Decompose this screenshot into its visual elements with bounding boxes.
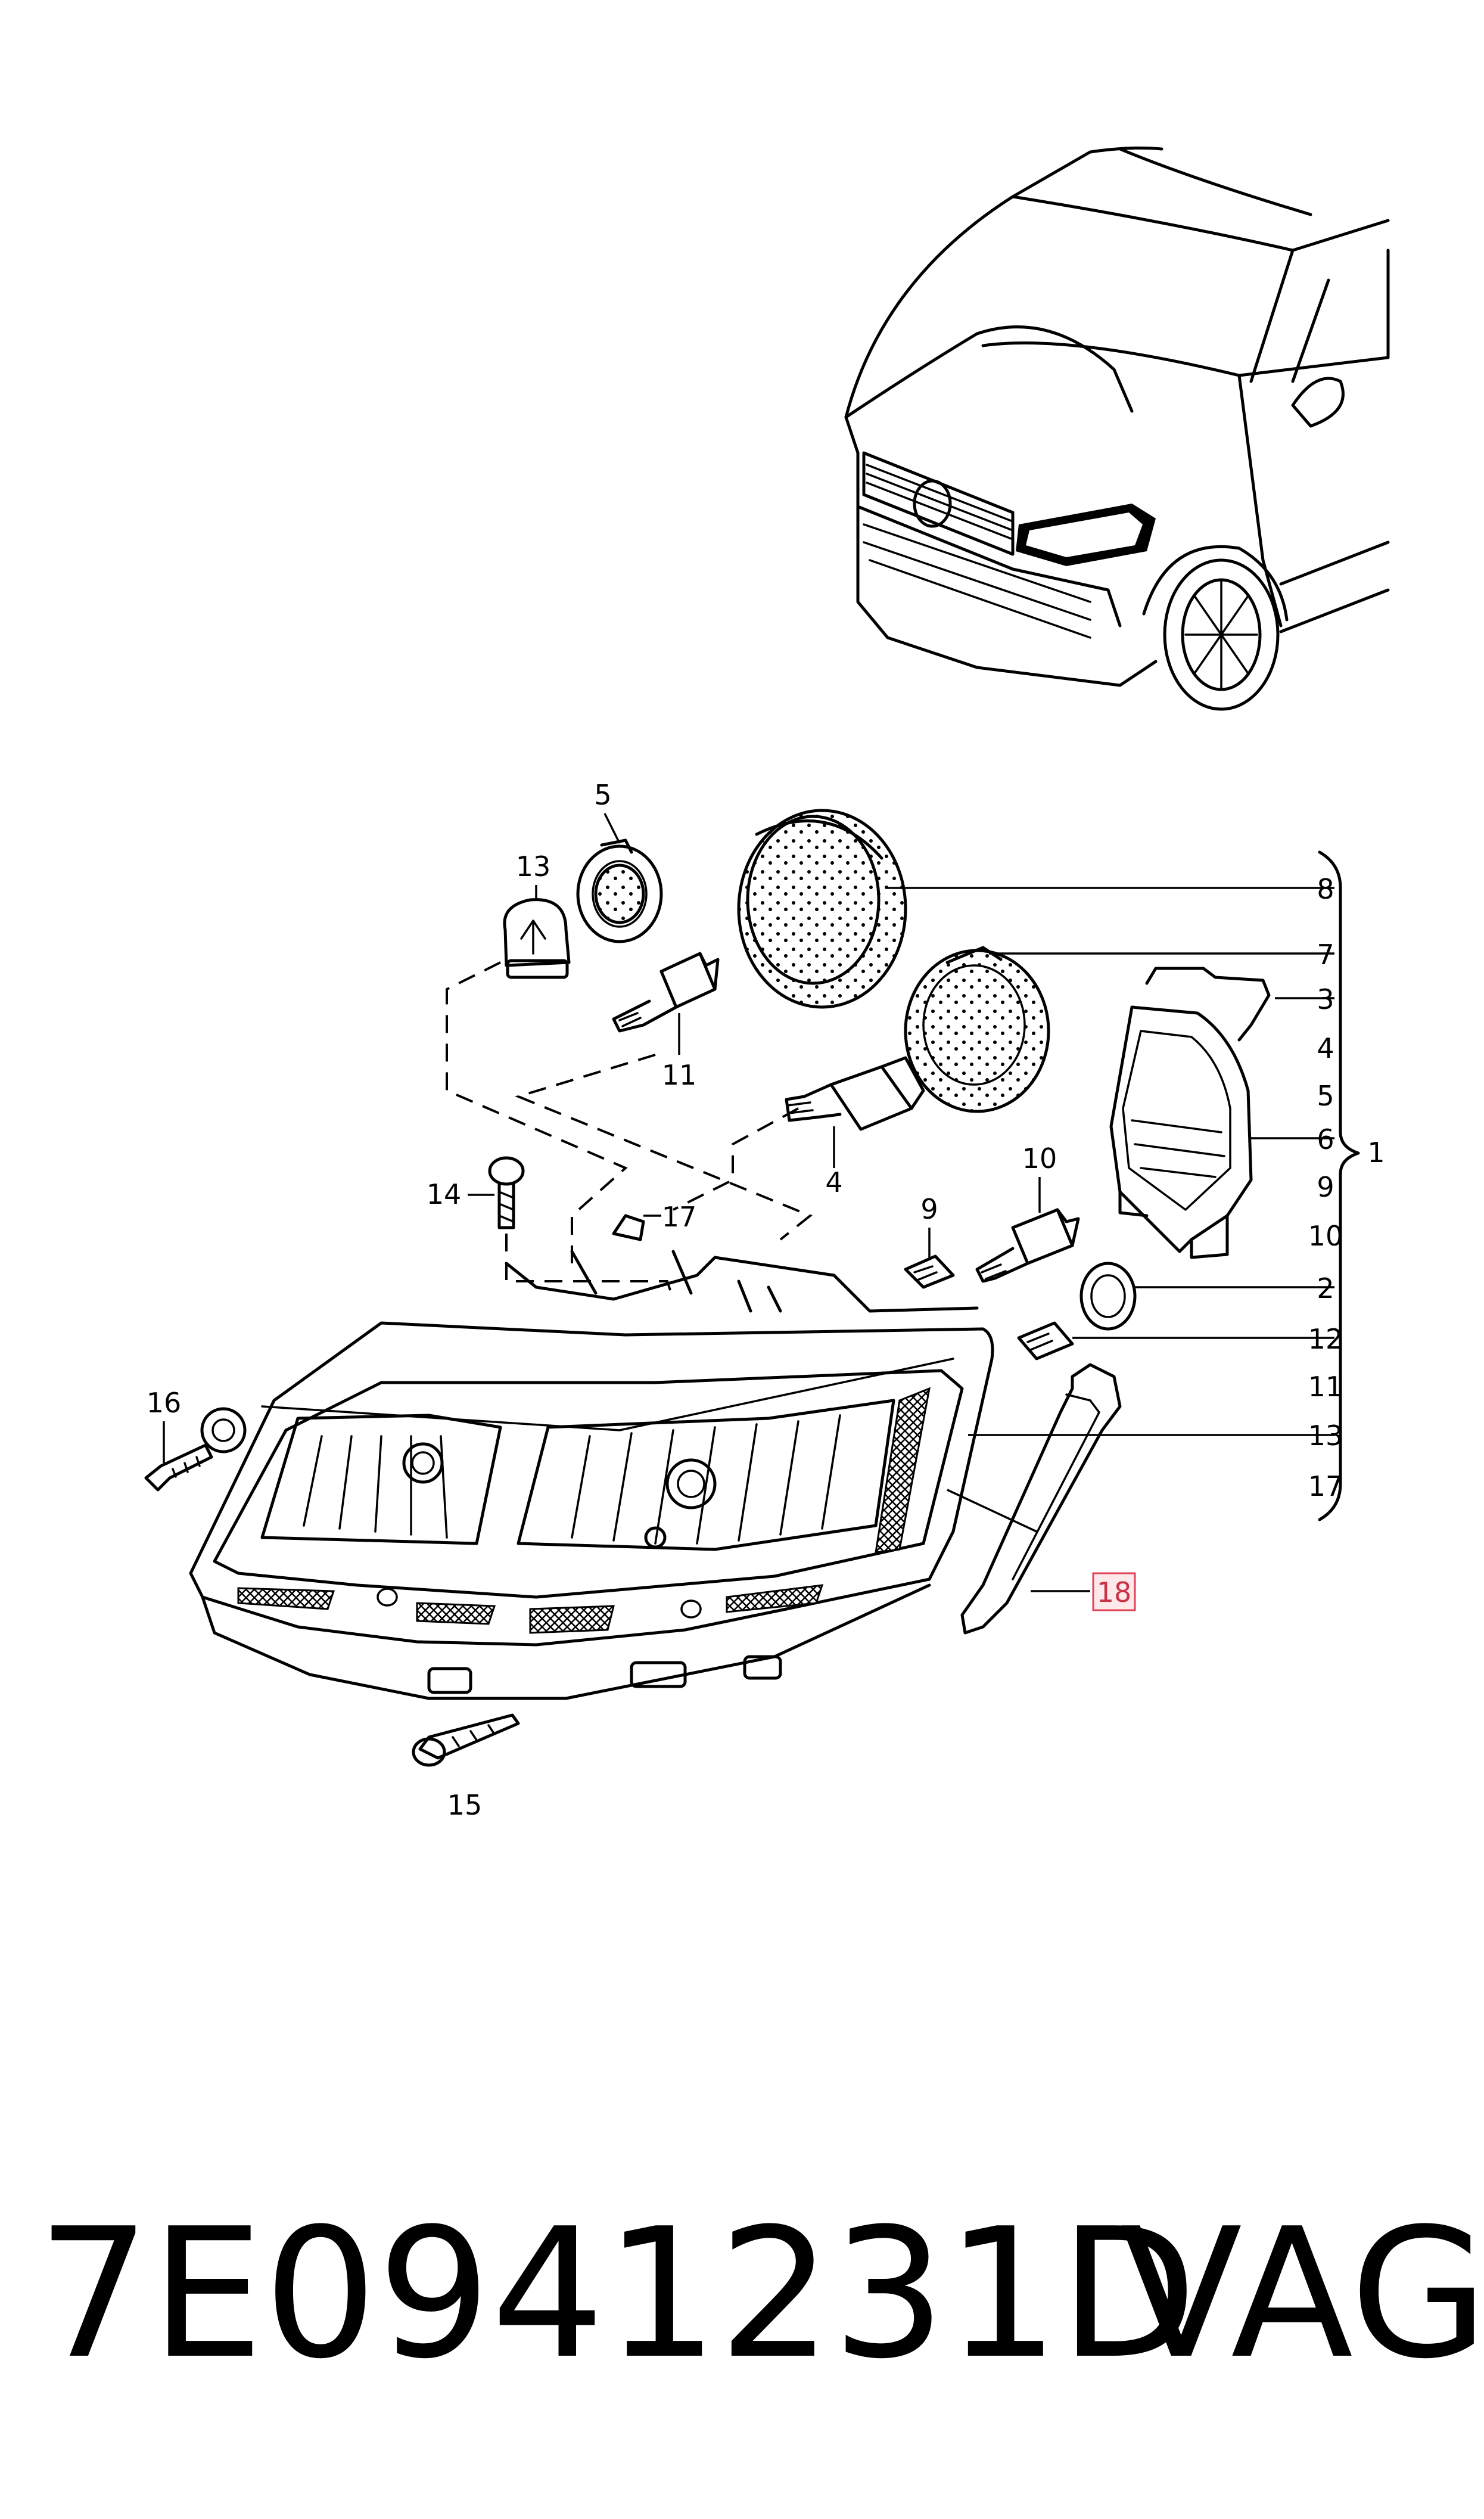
callout-1: 1	[1367, 1136, 1385, 1169]
callout-12: 12	[1308, 1323, 1343, 1355]
callout-15: 15	[447, 1789, 483, 1821]
bulb-11-icon	[612, 952, 720, 1033]
retaining-wire-3-icon	[1145, 967, 1271, 1042]
screw-14-icon	[488, 1156, 525, 1229]
callout-17: 17	[662, 1201, 697, 1233]
callout-3: 3	[1317, 983, 1334, 1015]
socket-5-icon	[576, 838, 663, 943]
socket-2-icon	[1079, 1262, 1137, 1331]
callout-16: 16	[147, 1387, 182, 1419]
callout-9: 9	[920, 1193, 938, 1225]
part-number: 7E0941231D	[37, 2190, 1197, 2398]
callout-9-list: 9	[1317, 1171, 1334, 1203]
callout-4: 4	[825, 1166, 842, 1198]
van-illustration	[844, 146, 1390, 711]
bulb-9-icon	[904, 1254, 955, 1289]
callout-13: 13	[516, 850, 551, 883]
callout-11: 11	[662, 1059, 697, 1091]
callout-13-list: 13	[1308, 1420, 1343, 1452]
callout-8: 8	[1317, 873, 1334, 905]
callout-10-list: 10	[1308, 1220, 1343, 1252]
callout-5-list: 5	[1317, 1080, 1334, 1112]
housing-cover-6-icon	[1109, 1005, 1253, 1259]
headlight-assembly	[189, 1250, 994, 1700]
callout-4-list: 4	[1317, 1032, 1334, 1064]
callout-7: 7	[1317, 939, 1334, 971]
bulb-10-icon	[975, 1208, 1080, 1283]
screw-15-icon	[412, 1713, 520, 1767]
callout-6: 6	[1317, 1123, 1334, 1156]
cover-cap-8-icon	[737, 809, 907, 1009]
callout-11-list: 11	[1308, 1371, 1343, 1403]
clip-17-icon	[612, 1214, 645, 1241]
callout-17-list: 17	[1308, 1470, 1343, 1502]
nut-16-icon	[144, 1407, 247, 1492]
callout-14: 14	[427, 1178, 462, 1210]
trim-strip-18-icon	[960, 1363, 1122, 1635]
brand-name: VAG	[1120, 2190, 1484, 2398]
assembly-guide-lines	[446, 961, 813, 1300]
callout-18: 18	[1097, 1576, 1132, 1608]
callout-10: 10	[1022, 1142, 1057, 1175]
cover-cap-7-icon	[904, 946, 1050, 1113]
group-bracket	[1318, 850, 1360, 1521]
bulb-4-icon	[785, 1056, 925, 1131]
callout-2: 2	[1317, 1272, 1334, 1304]
bulb-12-icon	[1017, 1321, 1074, 1361]
callout-labels: 5 13 11 4 14 17 9 10 16 15 8 7 3 4 5 6 9…	[147, 779, 1385, 1821]
callout-5: 5	[594, 779, 611, 811]
bulb-13-icon	[503, 898, 571, 979]
callout-18-box	[1092, 1572, 1136, 1611]
